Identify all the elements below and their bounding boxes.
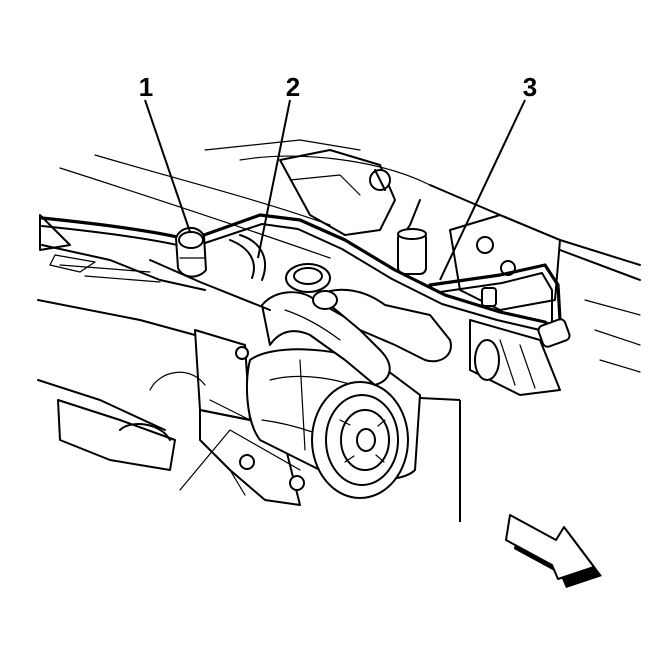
- leader-line-1: [144, 99, 191, 233]
- engine-pulley: [474, 339, 500, 381]
- line-clamp: [59, 227, 271, 311]
- bracket-bolt-icon: [289, 475, 305, 491]
- leader-line-2: [257, 99, 291, 259]
- engine-bolt-icon: [476, 236, 494, 254]
- engine-block: [279, 149, 561, 396]
- ac-line: [40, 213, 571, 348]
- bracket-bolt-icon: [235, 346, 249, 360]
- bracket-bolt-icon: [239, 454, 255, 470]
- pulley-hub: [356, 428, 376, 452]
- suction-hose: [261, 263, 452, 386]
- leader-line-3: [439, 99, 526, 281]
- line-clip: [481, 287, 497, 307]
- callout-2: 2: [286, 72, 300, 102]
- ac-compressor: [246, 348, 421, 499]
- callout-3: 3: [523, 72, 537, 102]
- line-fitting: [537, 318, 571, 348]
- forward-arrow-icon: [505, 514, 602, 588]
- leader-lines: [144, 99, 526, 522]
- radiator-support: [37, 214, 301, 491]
- callout-1: 1: [139, 72, 153, 102]
